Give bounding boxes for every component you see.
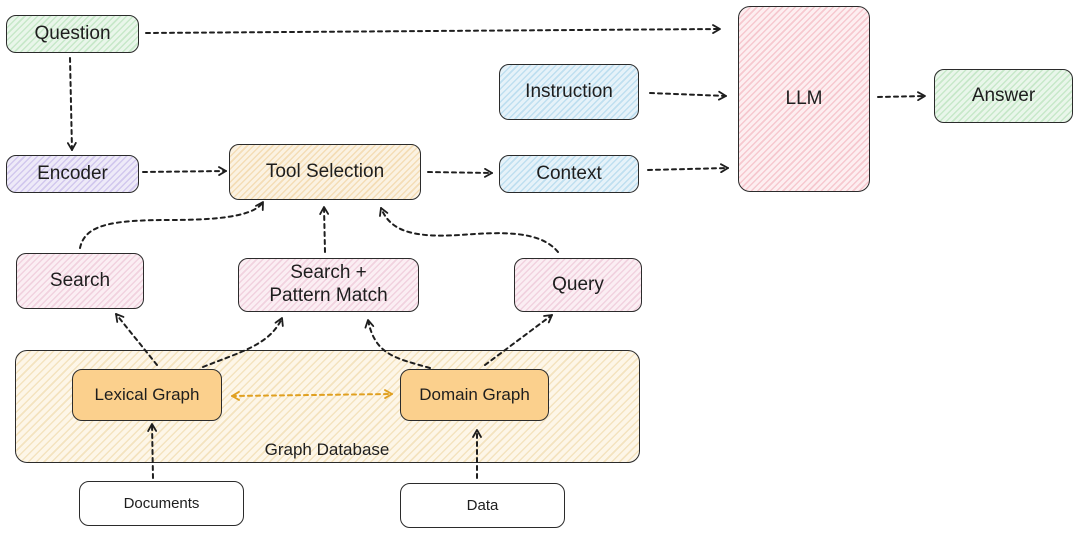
arrow-search-to-tool-selection <box>79 201 264 249</box>
arrow-encoder-to-tool-selection <box>142 166 227 176</box>
question-node: Question <box>6 15 139 53</box>
llm-label: LLM <box>785 87 823 109</box>
query-node: Query <box>514 258 642 312</box>
lexical-graph-label: Lexical Graph <box>94 384 200 404</box>
llm-node: LLM <box>738 6 870 192</box>
search-pattern-line1: Search + <box>290 262 367 284</box>
data-label: Data <box>466 496 499 514</box>
query-label: Query <box>552 273 604 295</box>
documents-label: Documents <box>123 494 200 512</box>
lexical-graph-node: Lexical Graph <box>72 369 222 421</box>
arrow-tool-selection-to-context <box>427 167 493 178</box>
encoder-label: Encoder <box>37 162 108 184</box>
arrow-llm-to-answer <box>877 91 926 102</box>
arrow-question-to-llm <box>145 24 721 34</box>
arrow-lexical-to-search <box>115 313 158 366</box>
answer-label: Answer <box>971 84 1036 106</box>
arrow-context-to-llm <box>647 163 729 174</box>
question-label: Question <box>34 22 111 44</box>
arrow-lexical-domain-bidirectional <box>231 389 393 401</box>
context-node: Context <box>499 155 639 193</box>
arrow-documents-to-lexical <box>147 423 158 479</box>
arrow-lexical-to-pattern-match <box>202 317 284 368</box>
arrow-question-to-encoder <box>66 57 77 151</box>
context-label: Context <box>536 162 602 184</box>
data-node: Data <box>400 483 565 528</box>
search-pattern-match-node: Search + Pattern Match <box>238 258 419 312</box>
arrow-pattern-match-to-tool-selection <box>319 206 330 253</box>
arrow-domain-to-pattern-match <box>364 319 431 369</box>
encoder-node: Encoder <box>6 155 139 193</box>
arrow-instruction-to-llm <box>649 90 727 101</box>
instruction-label: Instruction <box>525 80 613 102</box>
tool-selection-node: Tool Selection <box>229 144 421 200</box>
search-label: Search <box>49 269 111 291</box>
search-node: Search <box>16 253 144 309</box>
graph-database-label: Graph Database <box>264 440 390 459</box>
domain-graph-node: Domain Graph <box>400 369 549 421</box>
tool-selection-label: Tool Selection <box>265 160 385 182</box>
arrow-query-to-tool-selection <box>379 207 559 253</box>
documents-node: Documents <box>79 481 244 526</box>
domain-graph-label: Domain Graph <box>419 384 530 404</box>
search-pattern-line2: Pattern Match <box>269 285 388 306</box>
arrow-domain-to-query <box>484 314 553 366</box>
instruction-node: Instruction <box>499 64 639 120</box>
answer-node: Answer <box>934 69 1073 123</box>
